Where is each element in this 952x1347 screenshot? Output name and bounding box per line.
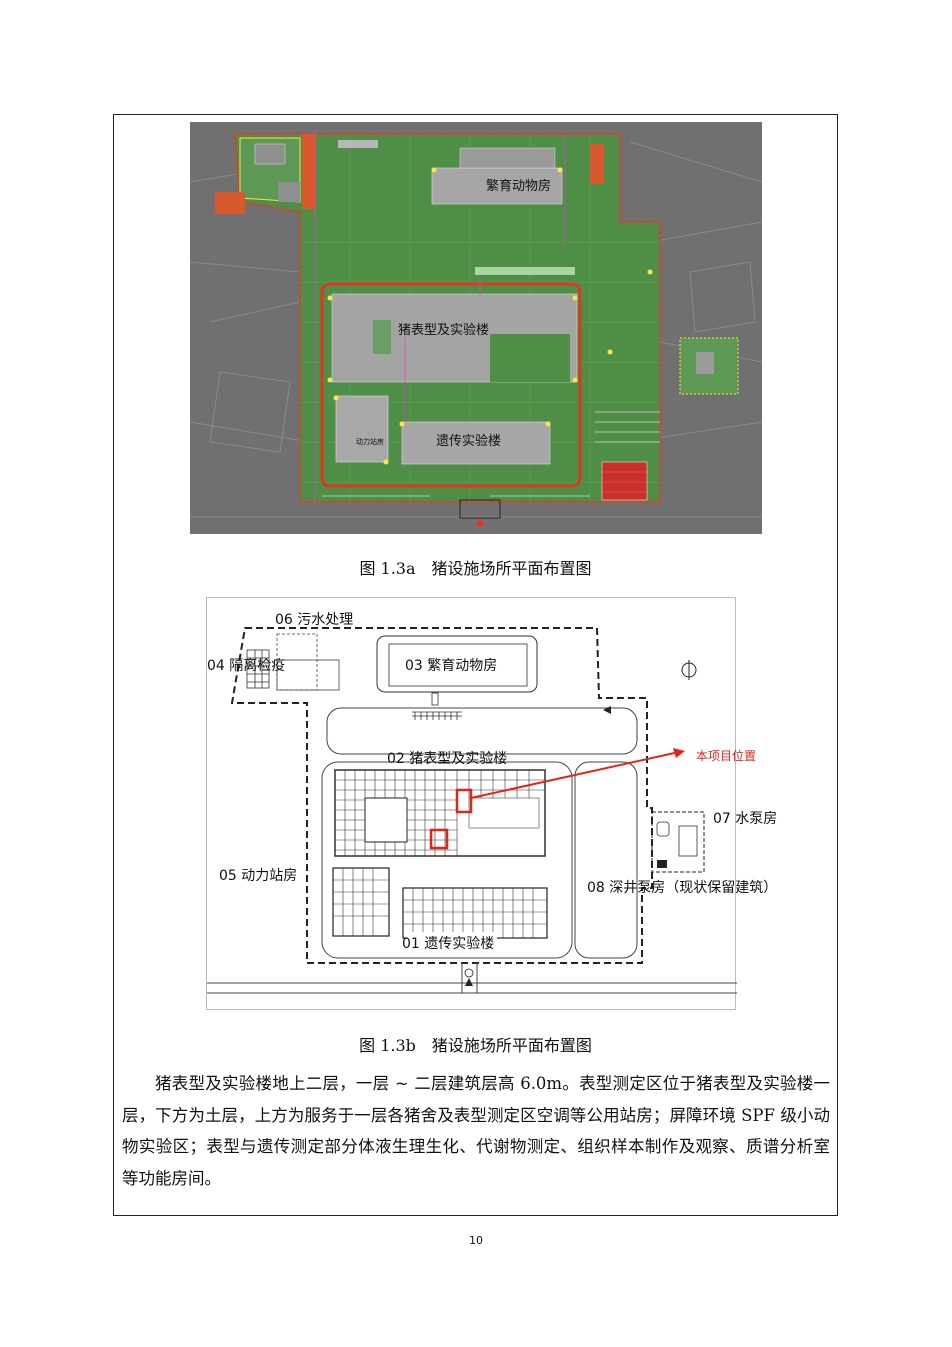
page-number: 10 [469,1234,483,1247]
caption-figure-b: 图 1.3b 猪设施场所平面布置图 [359,1036,592,1055]
site-plan-b-label-project: 本项目位置 [696,748,756,763]
site-plan-a-label-phenotype: 猪表型及实验楼 [398,322,489,338]
site-plan-b-label-power: 05 动力站房 [219,868,297,884]
site-plan-b-label-phenotype: 02 猪表型及实验楼 [387,751,507,767]
body-paragraph: 猪表型及实验楼地上二层，一层 ~ 二层建筑层高 6.0m。表型测定区位于猪表型及… [122,1068,830,1194]
site-plan-a-drawing: 繁育动物房 猪表型及实验楼 动力站房 遗传实验楼 [189,122,763,534]
site-plan-figure-b: 06 污水处理 04 隔离检疫 03 繁育动物房 02 猪表型及实验楼 本项目位… [206,597,777,1010]
site-plan-figure-a: 繁育动物房 猪表型及实验楼 动力站房 遗传实验楼 [189,122,763,534]
site-plan-b-drawing: 06 污水处理 04 隔离检疫 03 繁育动物房 02 猪表型及实验楼 本项目位… [207,612,777,994]
body-paragraph-text: 猪表型及实验楼地上二层，一层 ~ 二层建筑层高 6.0m。表型测定区位于猪表型及… [122,1074,830,1188]
site-plan-b-label-nursery: 03 繁育动物房 [405,658,497,674]
site-plan-b-label-pump: 07 水泵房 [713,811,777,827]
caption-figure-a: 图 1.3a 猪设施场所平面布置图 [359,559,592,578]
site-plan-b-label-genetic: 01 遗传实验楼 [402,936,494,952]
site-plan-b-label-quarantine: 04 隔离检疫 [207,657,285,674]
site-plan-a-label-genetic: 遗传实验楼 [436,433,501,449]
site-plan-a-label-power: 动力站房 [356,437,384,446]
site-plan-b-label-sewage: 06 污水处理 [275,612,353,628]
content-frame [113,114,838,1216]
site-plan-a-label-nursery: 繁育动物房 [486,178,551,194]
site-plan-b-label-well: 08 深井泵房（现状保留建筑） [587,880,777,896]
